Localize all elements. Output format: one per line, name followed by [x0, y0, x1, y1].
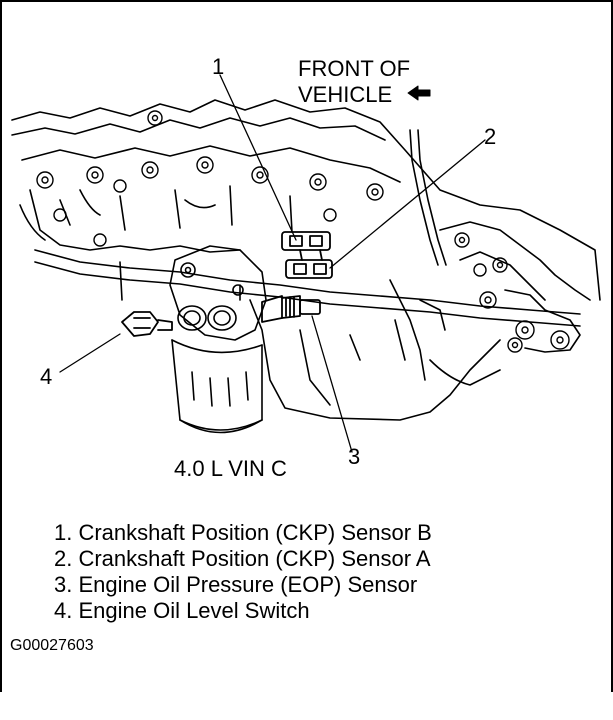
callout-3: 3	[348, 444, 361, 469]
callout-2: 2	[484, 124, 497, 149]
callout-1: 1	[212, 54, 225, 79]
figure-id: G00027603	[10, 637, 94, 654]
engine-label: 4.0 L VIN C	[174, 456, 287, 481]
front-arrow-icon	[407, 85, 431, 101]
callout-4: 4	[40, 364, 53, 389]
legend-item: 3. Engine Oil Pressure (EOP) Sensor	[54, 572, 418, 597]
legend-item: 1. Crankshaft Position (CKP) Sensor B	[54, 520, 432, 545]
legend-item: 2. Crankshaft Position (CKP) Sensor A	[54, 546, 431, 571]
diagram-frame	[0, 0, 613, 692]
front-of-vehicle-line1: FRONT OF	[298, 56, 411, 81]
front-of-vehicle-line2: VEHICLE	[298, 82, 393, 107]
legend: 1. Crankshaft Position (CKP) Sensor B 2.…	[54, 520, 432, 624]
legend-item: 4. Engine Oil Level Switch	[54, 598, 310, 623]
